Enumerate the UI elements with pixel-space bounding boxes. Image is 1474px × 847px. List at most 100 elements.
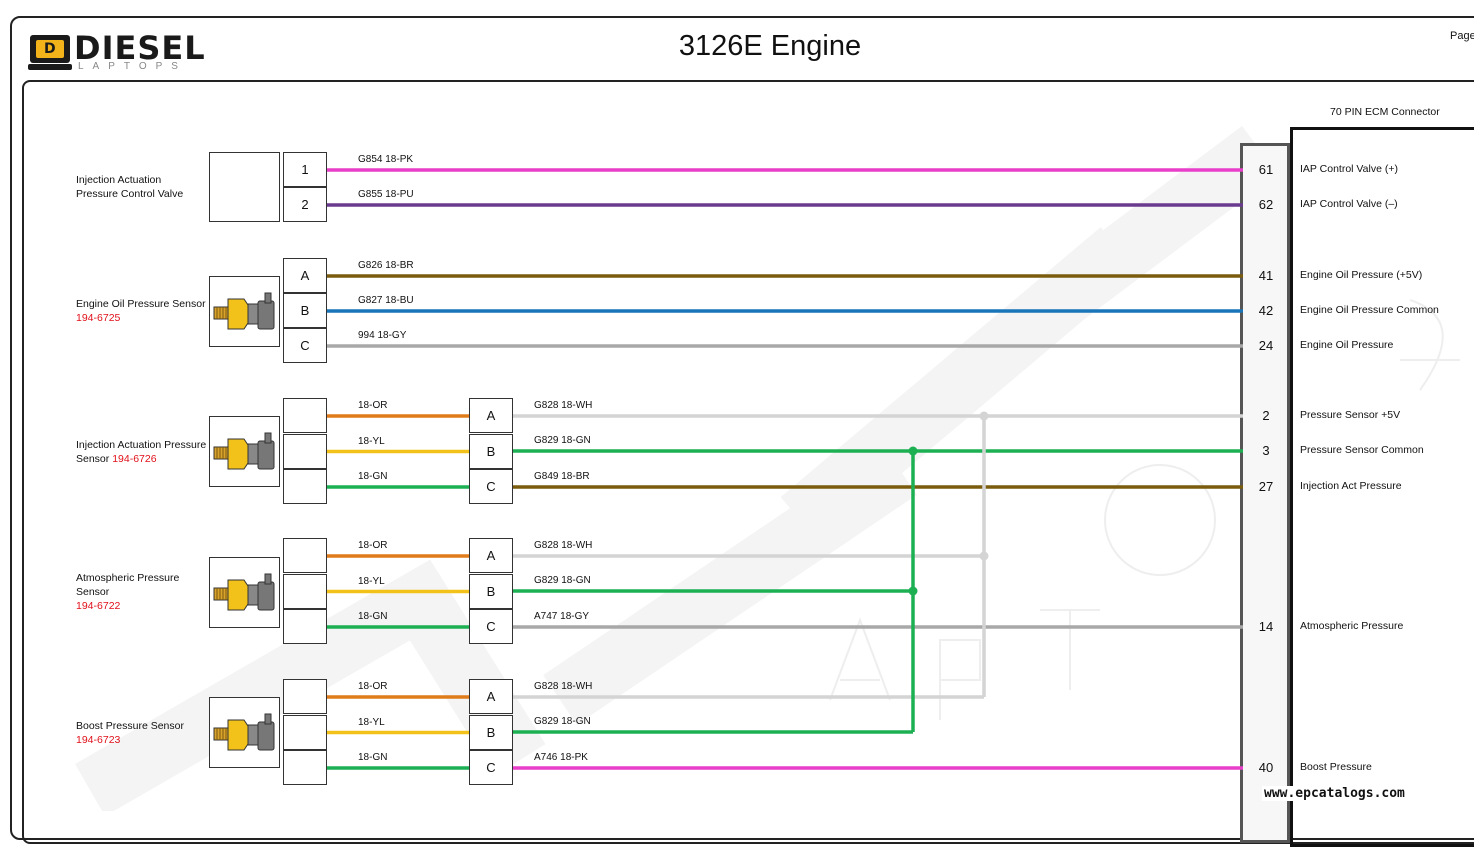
- inline-connector-pin: B: [469, 433, 513, 469]
- ecm-pin-column: [1240, 143, 1290, 843]
- page-title: 3126E Engine: [678, 30, 862, 62]
- oil-pressure-sensor-body: [209, 276, 280, 347]
- inline-connector-pin: C: [469, 750, 513, 785]
- inline-connector-pin: A: [469, 538, 513, 573]
- splice-dot: [979, 551, 989, 561]
- ecm-pin-function: IAP Control Valve (+): [1300, 163, 1398, 175]
- ecm-pin-function: Injection Act Pressure: [1300, 480, 1402, 492]
- ecm-pin-number: 3: [1262, 443, 1270, 458]
- ecm-pin-function: Boost Pressure: [1300, 761, 1372, 773]
- pigtail-wire-label: 18-YL: [358, 716, 385, 728]
- atmospheric-sensor-body: [209, 557, 280, 628]
- wire-label: 994 18-GY: [358, 330, 407, 341]
- component-name: Injection Actuation Pressure Sensor: [76, 439, 207, 465]
- wire-label: G854 18-PK: [358, 154, 414, 165]
- valve-pin-1: 1: [283, 152, 327, 187]
- pressure-sensor-icon: [213, 713, 275, 751]
- pigtail-wire-label: 18-OR: [358, 540, 388, 551]
- component-label-iap-control-valve: Injection Actuation Pressure Control Val…: [76, 173, 206, 201]
- wire-label: G828 18-WH: [534, 681, 593, 692]
- iap-control-valve-body: [209, 152, 280, 222]
- ecm-pin-number: 24: [1258, 338, 1274, 353]
- ecm-pin-number: 41: [1258, 268, 1274, 283]
- inline-connector-pin: C: [469, 469, 513, 504]
- ecm-pin-function: Engine Oil Pressure Common: [1300, 304, 1439, 316]
- wire-label: G826 18-BR: [358, 260, 414, 271]
- ecm-pin-number: 61: [1258, 162, 1274, 177]
- ecm-pin-number: 42: [1258, 303, 1274, 318]
- sensor-connector-cavity: [283, 538, 327, 573]
- pigtail-wire-label: 18-OR: [358, 681, 388, 692]
- inline-connector-pin: B: [469, 573, 513, 609]
- component-label-oil-pressure-sensor: Engine Oil Pressure Sensor 194-6725: [76, 297, 206, 325]
- pigtail-wire-label: 18-OR: [358, 400, 388, 411]
- ecm-pin-function: Pressure Sensor +5V: [1300, 409, 1401, 421]
- component-label-boost-sensor: Boost Pressure Sensor 194-6723: [76, 719, 206, 747]
- wire-label: A746 18-PK: [534, 752, 588, 763]
- valve-pin-2: 2: [283, 187, 327, 222]
- inline-connector-pin: A: [469, 679, 513, 714]
- ecm-pin-number: 62: [1258, 197, 1274, 212]
- ecm-pin-number: 27: [1258, 479, 1274, 494]
- ecm-pin-function: Atmospheric Pressure: [1300, 620, 1404, 632]
- pigtail-wire-label: 18-GN: [358, 611, 388, 622]
- pigtail-wire-label: 18-GN: [358, 752, 388, 763]
- sensor-connector-cavity: [283, 714, 327, 750]
- splice-dot: [979, 411, 989, 421]
- oil-sensor-pin-c: C: [283, 328, 327, 363]
- ecm-pin-function: Pressure Sensor Common: [1300, 444, 1424, 456]
- ecm-pin-function: Engine Oil Pressure: [1300, 339, 1394, 351]
- wiring-diagram: D DIESEL LAPTOPS 3126E Engine Page 70 PI…: [10, 16, 1474, 847]
- logo-mark: [28, 35, 72, 70]
- component-name: Injection Actuation Pressure Control Val…: [76, 174, 184, 200]
- wire-label: G849 18-BR: [534, 471, 590, 482]
- pigtail-wire-label: 18-GN: [358, 471, 388, 482]
- ecm-pin-number: 14: [1258, 619, 1274, 634]
- component-label-atmospheric-sensor: Atmospheric Pressure Sensor 194-6722: [76, 571, 196, 613]
- component-name: Boost Pressure Sensor: [76, 720, 184, 732]
- component-label-iap-sensor: Injection Actuation Pressure Sensor 194-…: [76, 438, 211, 466]
- splice-dot: [908, 446, 918, 456]
- pressure-sensor-icon: [213, 432, 275, 470]
- wire-label: G827 18-BU: [358, 295, 414, 306]
- wire-label: G828 18-WH: [534, 400, 593, 411]
- iap-sensor-body: [209, 416, 280, 487]
- oil-sensor-pin-a: A: [283, 258, 327, 293]
- ecm-pin-function: IAP Control Valve (–): [1300, 198, 1398, 210]
- ecm-pin-function: Engine Oil Pressure (+5V): [1300, 269, 1423, 281]
- part-number: 194-6722: [76, 600, 121, 612]
- component-name: Atmospheric Pressure Sensor: [76, 572, 180, 598]
- sensor-connector-cavity: [283, 433, 327, 469]
- logo-sub-text: LAPTOPS: [78, 61, 187, 72]
- pressure-sensor-icon: [213, 292, 275, 330]
- pressure-sensor-icon: [213, 573, 275, 611]
- sensor-connector-cavity: [283, 609, 327, 644]
- page-label: Page: [1450, 30, 1474, 42]
- pigtail-wire-label: 18-YL: [358, 575, 385, 587]
- sensor-connector-cavity: [283, 469, 327, 504]
- inline-connector-pin: B: [469, 714, 513, 750]
- wire-label: G855 18-PU: [358, 189, 414, 200]
- splice-dot: [908, 586, 918, 596]
- sensor-connector-cavity: [283, 750, 327, 785]
- ecm-pin-number: 2: [1262, 408, 1270, 423]
- logo-d-icon: D: [44, 41, 56, 57]
- component-name: Engine Oil Pressure Sensor: [76, 298, 206, 310]
- wire-layer: [327, 168, 1243, 770]
- boost-sensor-body: [209, 697, 280, 768]
- part-number: 194-6725: [76, 312, 121, 324]
- pigtail-wire-label: 18-YL: [358, 435, 385, 447]
- wire-label: G828 18-WH: [534, 540, 593, 551]
- sensor-connector-cavity: [283, 679, 327, 714]
- wire-label: G829 18-GN: [534, 575, 591, 586]
- sensor-connector-cavity: [283, 398, 327, 433]
- inline-connector-pin: C: [469, 609, 513, 644]
- oil-sensor-pin-b: B: [283, 293, 327, 328]
- diesel-laptops-logo: D DIESEL LAPTOPS: [28, 29, 218, 74]
- website-watermark: www.epcatalogs.com: [1262, 786, 1407, 801]
- part-number: 194-6723: [76, 734, 121, 746]
- sensor-connector-cavity: [283, 573, 327, 609]
- wire-label: G829 18-GN: [534, 435, 591, 446]
- ecm-connector-label: 70 PIN ECM Connector: [1330, 106, 1440, 118]
- inline-connector-pin: A: [469, 398, 513, 433]
